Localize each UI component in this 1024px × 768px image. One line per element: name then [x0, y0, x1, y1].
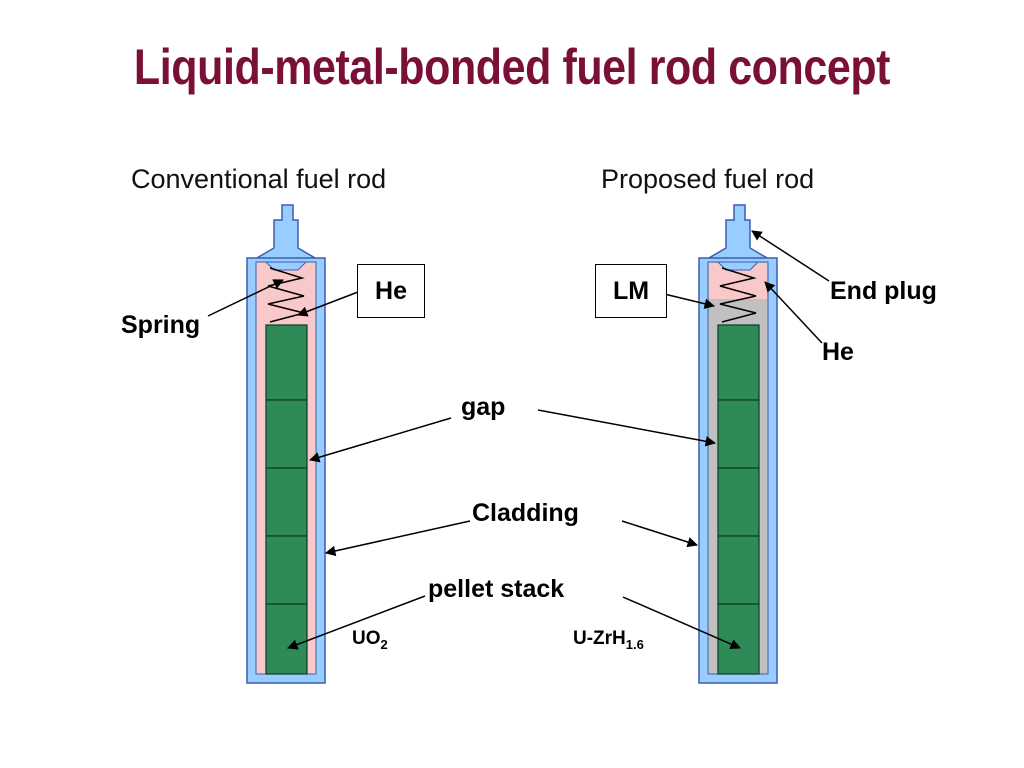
proposed-end-plug [699, 204, 777, 263]
proposed-heading: Proposed fuel rod [601, 164, 815, 194]
proposed-spring [719, 267, 757, 323]
page-title: Liquid-metal-bonded fuel rod concept [133, 39, 891, 95]
spring-label: Spring [121, 311, 201, 339]
arrow-he-proposed [764, 281, 823, 344]
conventional-pellet-stack [265, 324, 308, 675]
conventional-end-plug [247, 204, 325, 263]
he-box-conventional: He [357, 264, 425, 318]
arrow-pellet-conventional [287, 595, 426, 650]
lm-box: LM [595, 264, 667, 318]
arrow-cladding-proposed [621, 520, 699, 548]
proposed-rod [698, 204, 778, 684]
fuel-label-conventional: UO2 [352, 628, 388, 652]
arrow-he-conventional [297, 291, 359, 317]
gap-label: gap [461, 393, 506, 421]
arrow-gap-proposed [537, 409, 717, 447]
he-label-proposed: He [822, 338, 854, 366]
fuel-label-proposed: U-ZrH1.6 [573, 628, 644, 652]
arrow-cladding-conventional [324, 520, 471, 557]
end-plug-label: End plug [830, 277, 937, 305]
conventional-rod [246, 204, 326, 684]
pellet-stack-label: pellet stack [428, 575, 565, 603]
arrow-end-plug [751, 230, 830, 282]
arrow-pellet-proposed [622, 596, 741, 650]
conventional-heading: Conventional fuel rod [131, 164, 387, 194]
arrow-spring [207, 279, 284, 317]
cladding-label: Cladding [472, 499, 579, 527]
proposed-pellet-stack [717, 324, 760, 675]
arrow-gap-conventional [308, 417, 452, 463]
